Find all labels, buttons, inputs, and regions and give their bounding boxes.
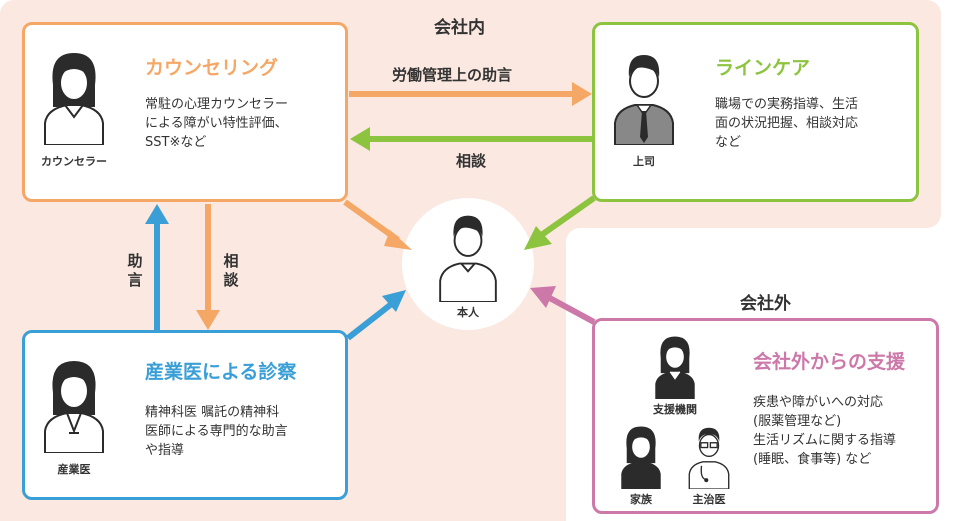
person-label: 本人 [457, 306, 479, 319]
linecare-text: 職場での実務指導、生活 面の状況把握、相談対応 など [715, 97, 859, 150]
outside-support-title: 会社外からの支援 [753, 351, 906, 373]
consult-vertical-label: 相談 [223, 252, 239, 289]
counselor-avatar-icon [39, 45, 109, 149]
outside-support-text: 疾患や障がいへの対応 (服薬管理など) 生活リズムに関する指導 (睡眠、食事等)… [753, 395, 897, 467]
physician-avatar-icon [685, 421, 733, 493]
consult-arrow-top [350, 127, 592, 151]
doctor-title: 産業医による診察 [145, 361, 297, 383]
physician-label: 主治医 [692, 493, 726, 506]
counselor-label: カウンセラー [41, 155, 107, 168]
support-org-label: 支援機関 [653, 403, 697, 416]
consult-top-label: 相談 [456, 152, 487, 170]
industrial-doctor-avatar-icon [39, 353, 109, 457]
outside-zone-label: 会社外 [740, 294, 791, 314]
advice-arrow-up [145, 204, 169, 330]
supervisor-avatar-icon [609, 45, 679, 149]
linecare-title: ラインケア [715, 57, 811, 79]
industrial-doctor-label: 産業医 [57, 463, 91, 476]
outside-to-person-arrow [530, 286, 596, 325]
family-avatar-icon [617, 421, 665, 493]
inside-zone-label: 会社内 [434, 18, 485, 38]
doctor-to-person-arrow [346, 290, 406, 341]
support-org-avatar-icon [651, 331, 699, 403]
doctor-card: 産業医 産業医による診察 精神科医 嘱託の精神科 医師による専門的な助言 や指導 [22, 330, 348, 500]
doctor-text: 精神科医 嘱託の精神科 医師による専門的な助言 や指導 [145, 405, 288, 458]
linecare-to-person-arrow [524, 195, 596, 250]
labor-advice-label: 労働管理上の助言 [392, 66, 513, 84]
counseling-title: カウンセリング [145, 57, 279, 79]
counseling-text: 常駐の心理カウンセラー による障がい特性評価、 SST※など [145, 97, 289, 150]
advice-vertical-label: 助言 [127, 252, 143, 289]
labor-advice-arrow [349, 82, 592, 106]
person-circle: 本人 [402, 198, 534, 330]
consult-arrow-down [196, 204, 220, 330]
counseling-to-person-arrow [343, 199, 412, 250]
outside-support-card: 支援機関 家族 主治医 会社外からの支援 疾患や障がいへの対応 (服薬管理など)… [592, 318, 939, 514]
linecare-card: 上司 ラインケア 職場での実務指導、生活 面の状況把握、相談対応 など [592, 22, 919, 202]
counseling-card: カウンセラー カウンセリング 常駐の心理カウンセラー による障がい特性評価、 S… [22, 22, 348, 202]
family-label: 家族 [630, 493, 652, 506]
supervisor-label: 上司 [633, 155, 655, 168]
person-avatar-icon [433, 206, 503, 306]
